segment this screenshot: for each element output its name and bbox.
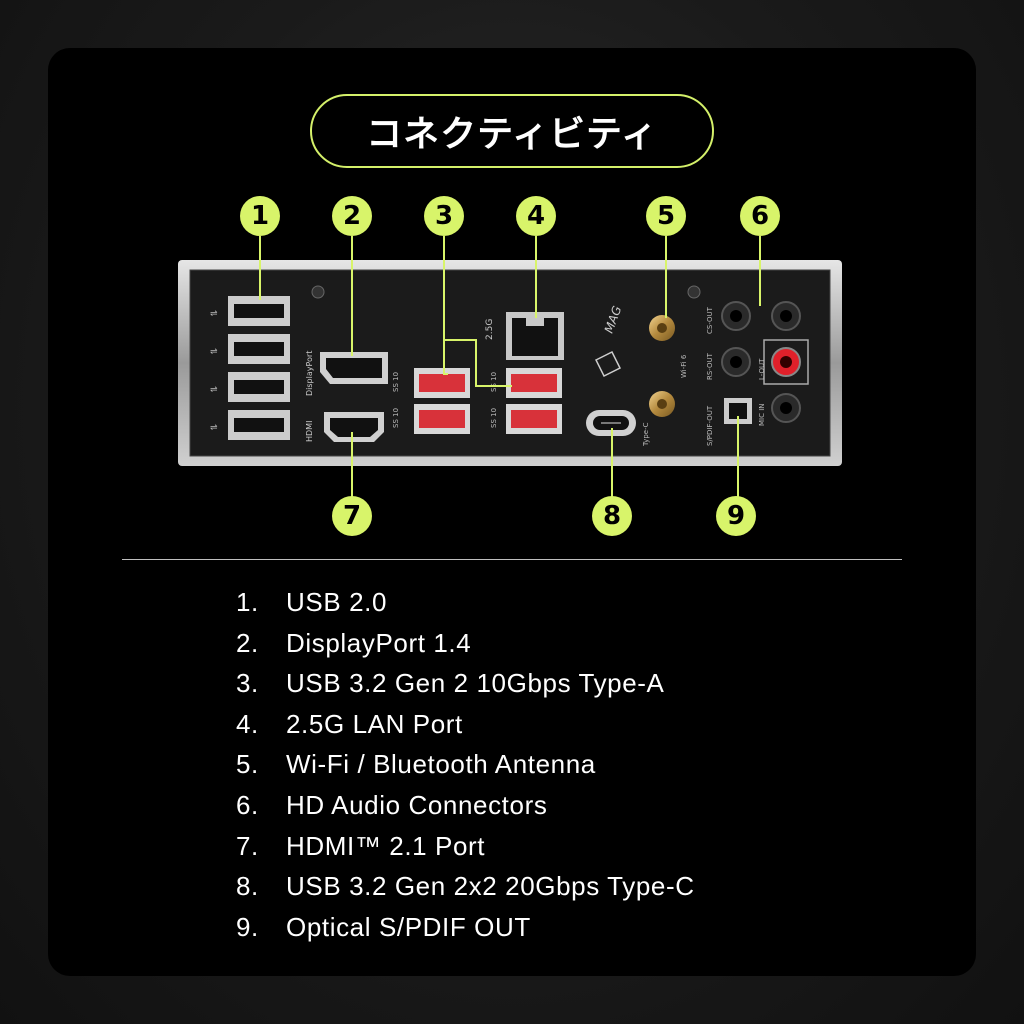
callout-6: 6: [740, 196, 780, 236]
svg-text:Wi-Fi 6: Wi-Fi 6: [680, 354, 688, 378]
callout-lines: [259, 236, 761, 498]
usb-type-c-port: [586, 410, 636, 436]
list-item: 1.USB 2.0: [236, 587, 388, 617]
list-item: 7.HDMI™ 2.1 Port: [236, 830, 486, 861]
callout-9: 9: [716, 496, 756, 536]
svg-text:⇌: ⇌: [210, 385, 218, 395]
list-item: 3.USB 3.2 Gen 2 10Gbps Type-A: [236, 668, 665, 699]
svg-text:⇌: ⇌: [210, 309, 218, 319]
spec-list: 1.USB 2.0 2.DisplayPort 1.4 3.USB 3.2 Ge…: [236, 582, 695, 947]
list-item: 8.USB 3.2 Gen 2x2 20Gbps Type-C: [236, 871, 695, 902]
usb2-port-stack: [228, 296, 290, 440]
callout-2: 2: [332, 196, 372, 236]
lan-port: [506, 312, 564, 360]
title-pill: コネクティビティ: [310, 94, 714, 168]
displayport-port: [320, 352, 388, 384]
svg-text:⇌: ⇌: [210, 347, 218, 357]
callout-4: 4: [516, 196, 556, 236]
callout-5: 5: [646, 196, 686, 236]
page-title: コネクティビティ: [366, 114, 658, 155]
svg-text:SS 10: SS 10: [490, 408, 498, 428]
usb3-port-group: [414, 368, 562, 434]
list-item: 6.HD Audio Connectors: [236, 789, 548, 820]
callout-8: 8: [592, 496, 632, 536]
svg-text:CS-OUT: CS-OUT: [706, 306, 714, 334]
svg-text:SS 10: SS 10: [392, 372, 400, 392]
svg-text:L-OUT: L-OUT: [758, 358, 766, 380]
displayport-label: DisplayPort: [305, 351, 314, 396]
callout-1: 1: [240, 196, 280, 236]
list-item: 4.2.5G LAN Port: [236, 708, 463, 739]
divider: [122, 559, 902, 560]
svg-text:Type-C: Type-C: [642, 422, 650, 447]
antenna-connector-bottom: [649, 391, 675, 417]
list-item: 9.Optical S/PDIF OUT: [236, 911, 531, 942]
svg-text:SS 10: SS 10: [392, 408, 400, 428]
callout-7: 7: [332, 496, 372, 536]
hdmi-label: HDMI: [305, 421, 314, 442]
svg-text:SS 10: SS 10: [490, 372, 498, 392]
hdmi-port: [324, 412, 384, 442]
svg-text:RS-OUT: RS-OUT: [706, 352, 714, 380]
list-item: 2.DisplayPort 1.4: [236, 627, 472, 658]
content-card: [48, 48, 976, 976]
antenna-connector-top: [649, 315, 675, 341]
audio-jacks: [721, 301, 801, 423]
svg-text:⇌: ⇌: [210, 423, 218, 433]
lan-speed-label: 2.5G: [485, 319, 495, 340]
svg-text:S/PDIF-OUT: S/PDIF-OUT: [706, 405, 714, 446]
svg-text:MIC IN: MIC IN: [758, 403, 766, 426]
list-item: 5.Wi-Fi / Bluetooth Antenna: [236, 749, 596, 780]
callout-3: 3: [424, 196, 464, 236]
